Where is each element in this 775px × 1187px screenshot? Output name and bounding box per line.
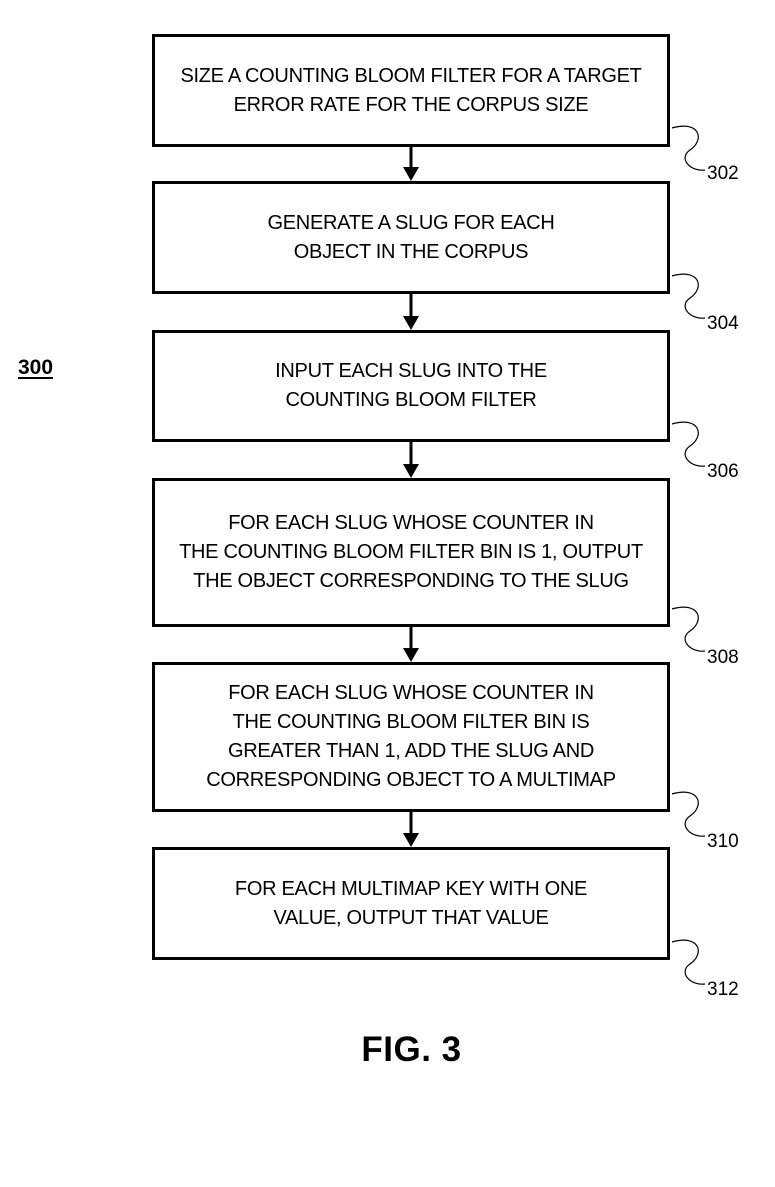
step-text-310: FOR EACH SLUG WHOSE COUNTER IN THE COUNT… (206, 682, 616, 791)
leader-line-306 (671, 421, 706, 467)
arrow-head-302-304 (403, 167, 419, 181)
ref-label-306: 306 (707, 461, 739, 482)
ref-label-304: 304 (707, 313, 739, 334)
step-text-302: SIZE A COUNTING BLOOM FILTER FOR A TARGE… (180, 64, 642, 116)
step-box-310: FOR EACH SLUG WHOSE COUNTER IN THE COUNT… (152, 662, 670, 812)
arrow-head-308-310 (403, 648, 419, 662)
leader-line-308 (671, 606, 706, 652)
ref-label-310: 310 (707, 831, 739, 852)
arrow-head-304-306 (403, 316, 419, 330)
step-text-304: GENERATE A SLUG FOR EACH OBJECT IN THE C… (267, 211, 555, 263)
leader-line-310 (671, 791, 706, 837)
leader-line-312 (671, 939, 706, 985)
step-text-306: INPUT EACH SLUG INTO THE COUNTING BLOOM … (275, 360, 547, 411)
figure-caption: FIG. 3 (361, 1030, 462, 1069)
step-box-302: SIZE A COUNTING BLOOM FILTER FOR A TARGE… (152, 34, 670, 147)
ref-label-308: 308 (707, 647, 739, 668)
ref-label-312: 312 (707, 979, 739, 1000)
step-text-312: FOR EACH MULTIMAP KEY WITH ONE VALUE, OU… (234, 877, 588, 929)
step-box-312: FOR EACH MULTIMAP KEY WITH ONE VALUE, OU… (152, 847, 670, 960)
ref-label-302: 302 (707, 163, 739, 184)
step-text-308: FOR EACH SLUG WHOSE COUNTER IN THE COUNT… (179, 512, 643, 592)
leader-line-304 (671, 273, 706, 319)
arrow-head-306-308 (403, 464, 419, 478)
step-box-304: GENERATE A SLUG FOR EACH OBJECT IN THE C… (152, 181, 670, 294)
figure-number: 300 (18, 356, 54, 379)
arrow-head-310-312 (403, 833, 419, 847)
leader-line-302 (671, 125, 706, 171)
step-box-308: FOR EACH SLUG WHOSE COUNTER IN THE COUNT… (152, 478, 670, 627)
step-box-306: INPUT EACH SLUG INTO THE COUNTING BLOOM … (152, 330, 670, 442)
